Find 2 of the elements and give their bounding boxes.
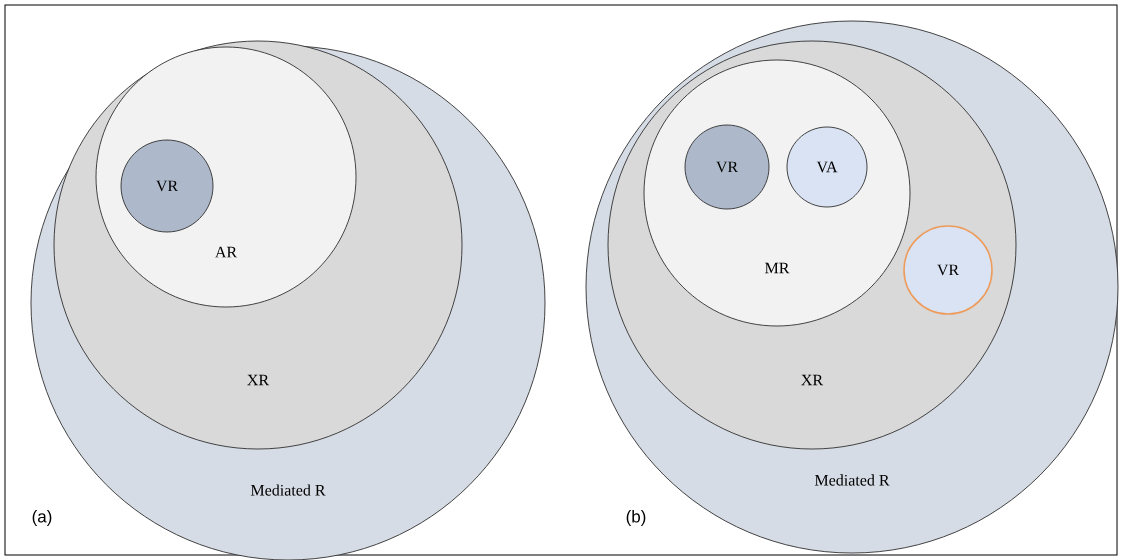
panel-label: (b) [626,510,646,526]
panel-label: (a) [32,510,52,526]
